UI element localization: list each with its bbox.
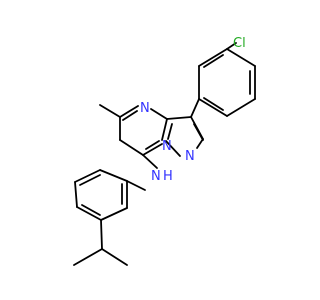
chlorine-label: Cl [233, 36, 246, 51]
bond-inner [81, 204, 101, 216]
bond [142, 143, 163, 156]
bond-inner [167, 123, 173, 140]
bond [226, 98, 256, 117]
bond [165, 140, 181, 157]
amine-hydrogen-label: H [163, 169, 173, 184]
bond [150, 108, 168, 120]
bond [226, 48, 256, 67]
bridgehead-nitrogen-label: N [162, 139, 172, 154]
bond [161, 118, 168, 141]
bond [100, 207, 128, 221]
bond-isopropyl [100, 219, 103, 250]
pyrimidine-nitrogen-label: N [140, 101, 150, 116]
pyrimidine-ring [119, 105, 168, 156]
bond-inner [203, 54, 224, 68]
bond [99, 169, 128, 182]
bond [74, 181, 78, 208]
bond-isopropyl-methyl [101, 248, 128, 266]
bond-c7-nh [142, 154, 158, 169]
amine-nitrogen-label: N [151, 169, 161, 184]
pyrazole-nitrogen-label: N [185, 149, 195, 164]
bond [119, 105, 139, 118]
bond-nh-aryl [126, 180, 146, 191]
bond-c-cl [226, 42, 237, 50]
bonds [73, 42, 256, 266]
isopropylphenyl-ring [74, 169, 128, 221]
bond-methyl [99, 104, 121, 118]
bond [166, 116, 192, 120]
bond [76, 206, 102, 221]
bond [74, 169, 101, 183]
bond-aryl-link [190, 98, 200, 118]
bond [198, 48, 228, 67]
bond-inner [122, 110, 138, 121]
bond-inner [79, 174, 101, 186]
pyrazole-ring [161, 116, 204, 157]
chlorophenyl-ring [198, 48, 256, 117]
bond [196, 138, 204, 149]
bond-inner [203, 97, 224, 111]
bond [119, 139, 144, 156]
molecule-diagram: Cl N N N N H [73, 36, 256, 266]
bond [198, 98, 228, 117]
bond-isopropyl-methyl [73, 248, 103, 266]
bond-inner [145, 140, 160, 150]
bond-inner [193, 123, 204, 141]
